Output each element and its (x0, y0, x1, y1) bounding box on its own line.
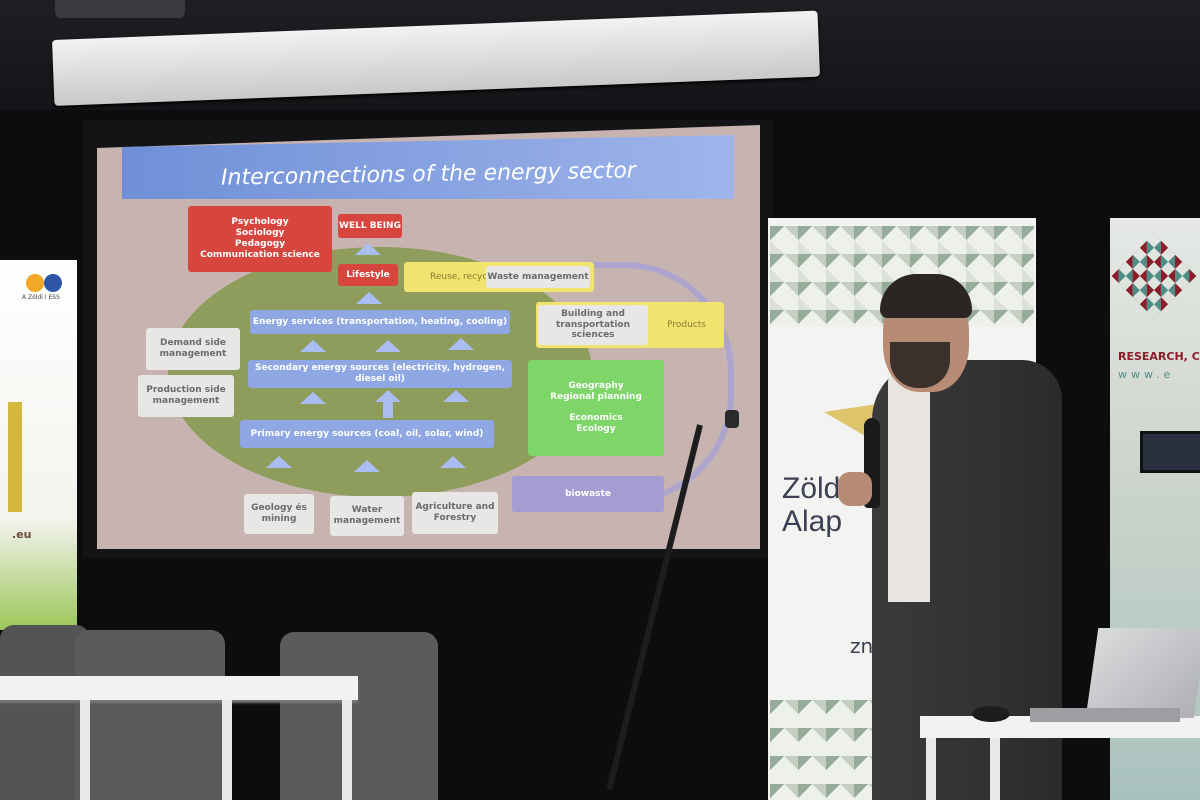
water-management-box: Water management (330, 496, 404, 536)
eu-flag-icon (44, 274, 62, 292)
laptop-screen (1085, 628, 1200, 718)
energy-services-box: Energy services (transportation, heating… (250, 310, 510, 334)
up-arrow-icon (448, 338, 474, 350)
slide-title-bar: Interconnections of the energy sector (122, 135, 734, 199)
right-banner-url: www.e (1118, 368, 1175, 381)
table-leg (342, 700, 352, 800)
up-arrow-icon (300, 392, 326, 404)
table-leg (222, 700, 232, 800)
table-leg (926, 738, 936, 800)
secondary-energy-box: Secondary energy sources (electricity, h… (248, 360, 512, 388)
demand-side-box: Demand side management (146, 328, 240, 370)
camera-monitor (1140, 431, 1200, 473)
up-arrow-icon (440, 456, 466, 468)
left-banner-logo-text: A Zöldi I ESS (22, 294, 60, 301)
chair (75, 630, 225, 800)
up-arrow-icon (375, 340, 401, 352)
speaker-beard (890, 342, 950, 388)
computer-mouse (972, 706, 1010, 722)
up-arrow-icon (356, 292, 382, 304)
biowaste-box: biowaste (512, 476, 664, 512)
production-side-box: Production side management (138, 375, 234, 417)
speaker-shirt (888, 372, 930, 602)
arrow-stem (383, 402, 393, 418)
up-arrow-icon (355, 243, 381, 255)
waste-management-box: Waste management (486, 266, 590, 288)
up-arrow-icon (443, 390, 469, 402)
middle-banner-subtitle: zn (850, 634, 874, 658)
geology-box: Geology és mining (244, 494, 314, 534)
left-banner-url: .eu (12, 528, 32, 541)
projector (55, 0, 185, 18)
laptop-base (1030, 708, 1180, 722)
stand-microphone-icon (725, 410, 739, 428)
left-banner-yellow-text (8, 402, 22, 512)
up-arrow-icon (375, 390, 401, 402)
geography-box: Geography Regional planning Economics Ec… (528, 360, 664, 456)
research-logo-icon (1111, 233, 1197, 319)
middle-banner-title: Zöld Alap (782, 472, 843, 538)
slide-title: Interconnections of the energy sector (220, 157, 636, 191)
table-leg (80, 700, 90, 800)
sunflower-icon (26, 274, 44, 292)
left-banner: A Zöldi I ESS .eu (0, 260, 77, 630)
primary-energy-box: Primary energy sources (coal, oil, solar… (240, 420, 494, 448)
chair (280, 632, 438, 800)
up-arrow-icon (300, 340, 326, 352)
psychology-box: Psychology Sociology Pedagogy Communicat… (188, 206, 332, 272)
table-leg (990, 738, 1000, 800)
up-arrow-icon (266, 456, 292, 468)
speaker-hand (838, 472, 872, 506)
left-table (0, 676, 358, 700)
well-being-box: WELL BEING (338, 214, 402, 238)
lifestyle-box: Lifestyle (338, 264, 398, 286)
up-arrow-icon (354, 460, 380, 472)
building-box: Building and transportation sciences (538, 305, 648, 345)
agriculture-box: Agriculture and Forestry (412, 492, 498, 534)
right-banner-text: RESEARCH, C (1118, 350, 1200, 363)
speaker-hair (880, 274, 972, 318)
